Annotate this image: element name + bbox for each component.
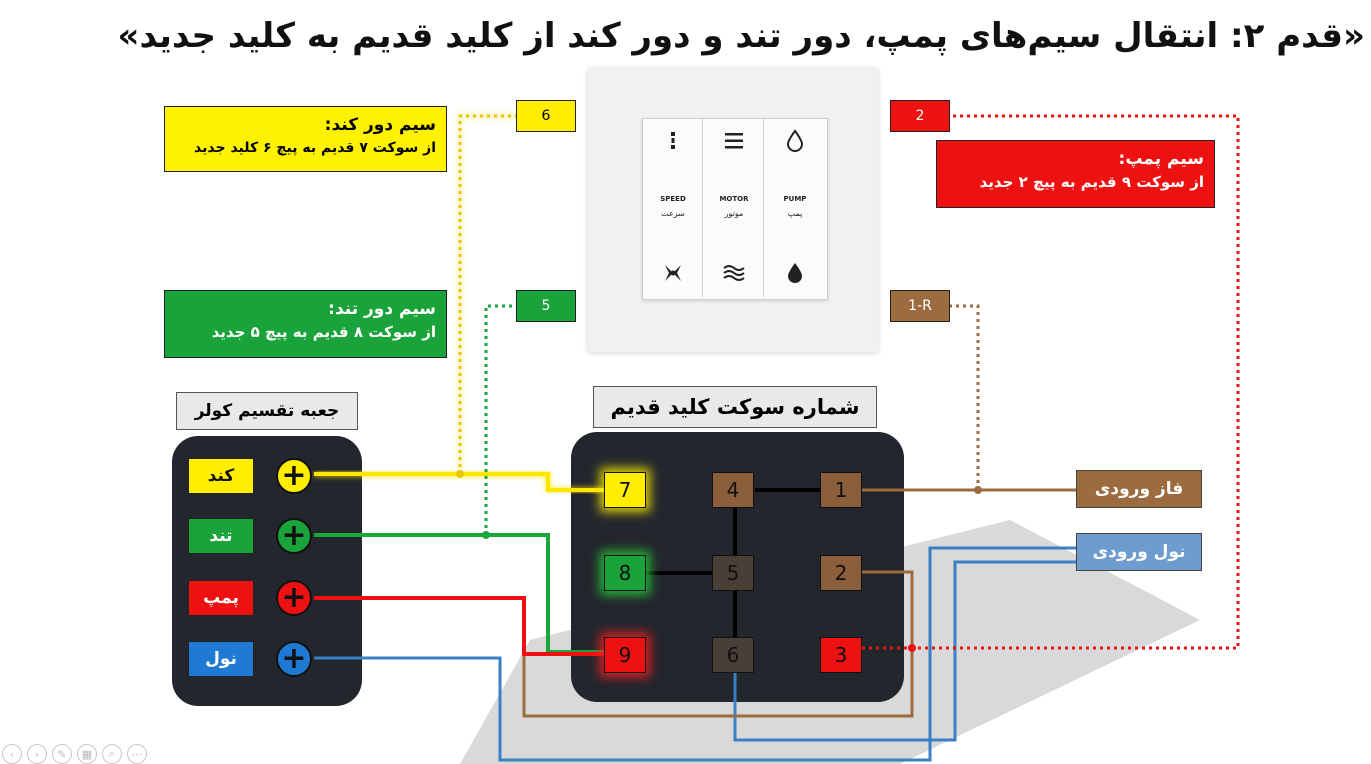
terminal-tag-1r: 1-R xyxy=(890,290,950,322)
more-options-icon[interactable]: ⋯ xyxy=(127,744,147,764)
key-en-label: PUMP xyxy=(783,195,807,203)
cooler-label-pump: پمپ xyxy=(188,580,254,616)
socket-1: 1 xyxy=(820,472,862,508)
switch-key-speed[interactable]: SPEED سرعت xyxy=(643,119,703,297)
junction-dot xyxy=(974,486,982,494)
waves-icon xyxy=(704,261,764,289)
pen-icon[interactable]: ✎ xyxy=(52,744,72,764)
wire-fast xyxy=(314,533,604,654)
menu-lines-icon xyxy=(704,129,764,157)
wire-slow xyxy=(314,472,604,492)
plus-terminal-fast: + xyxy=(276,518,312,554)
info-body: از سوکت ۷ قدیم به پیچ ۶ کلید جدید xyxy=(194,140,436,156)
info-box-fast: سیم دور تند: از سوکت ۸ قدیم به پیچ ۵ جدی… xyxy=(164,290,447,358)
info-body: از سوکت ۸ قدیم به پیچ ۵ جدید xyxy=(211,323,436,341)
grid-view-icon[interactable]: ▦ xyxy=(77,744,97,764)
wire-pump xyxy=(314,596,604,656)
socket-7: 7 xyxy=(604,472,646,508)
next-slide-button[interactable]: › xyxy=(27,744,47,764)
junction-dot xyxy=(908,644,916,652)
socket-4: 4 xyxy=(712,472,754,508)
wire-phase-dotted xyxy=(950,304,980,490)
cooler-box-title: جعبه تقسیم کولر xyxy=(176,392,358,430)
wire-pump-dotted xyxy=(862,114,1240,650)
cooler-label-slow: کند xyxy=(188,458,254,494)
key-en-label: MOTOR xyxy=(719,195,749,203)
switch-key-pump[interactable]: PUMP پمپ xyxy=(765,119,825,297)
plus-terminal-pump: + xyxy=(276,580,312,616)
socket-9: 9 xyxy=(604,637,646,673)
page-title: «قدم ۲: انتقال سیم‌های پمپ، دور تند و دو… xyxy=(117,16,1365,56)
cooler-label-fast: تند xyxy=(188,518,254,554)
zoom-icon[interactable]: ⌕ xyxy=(102,744,122,764)
junction-dot xyxy=(482,531,490,539)
drop-outline-icon xyxy=(765,129,825,157)
cooler-label-neutral: نول xyxy=(188,641,254,677)
info-heading: سیم دور تند: xyxy=(328,299,436,319)
key-en-label: SPEED xyxy=(660,195,686,203)
terminal-tag-5: 5 xyxy=(516,290,576,322)
plus-terminal-slow: + xyxy=(276,458,312,494)
junction-dot xyxy=(456,470,464,478)
key-fa-label: موتور xyxy=(724,209,744,218)
socket-5: 5 xyxy=(712,555,754,591)
socket-8: 8 xyxy=(604,555,646,591)
wire-fast-dotted xyxy=(484,304,518,535)
presentation-toolbar: ‹ › ✎ ▦ ⌕ ⋯ xyxy=(2,744,147,764)
socket-6: 6 xyxy=(712,637,754,673)
wire-slow-dotted xyxy=(458,114,518,474)
old-socket-title: شماره سوکت کلید قدیم xyxy=(593,386,877,428)
info-heading: سیم دور کند: xyxy=(324,115,436,135)
terminal-tag-6: 6 xyxy=(516,100,576,132)
info-heading: سیم پمپ: xyxy=(1118,149,1204,169)
key-fa-label: پمپ xyxy=(787,209,803,218)
socket-2: 2 xyxy=(820,555,862,591)
wire-phase xyxy=(522,488,1076,718)
info-box-pump: سیم پمپ: از سوکت ۹ قدیم به پیچ ۲ جدید xyxy=(936,140,1215,208)
key-fa-label: سرعت xyxy=(661,209,685,218)
drop-filled-icon xyxy=(765,261,825,289)
switch-key-motor[interactable]: MOTOR موتور xyxy=(704,119,764,297)
phase-input-label: فاز ورودی xyxy=(1076,470,1202,508)
terminal-tag-2: 2 xyxy=(890,100,950,132)
info-box-slow: سیم دور کند: از سوکت ۷ قدیم به پیچ ۶ کلی… xyxy=(164,106,447,172)
neutral-input-label: نول ورودی xyxy=(1076,533,1202,571)
plus-terminal-neutral: + xyxy=(276,641,312,677)
prev-slide-button[interactable]: ‹ xyxy=(2,744,22,764)
fan-icon xyxy=(643,261,703,289)
new-switch: SPEED سرعت MOTOR موتور PUMP پمپ xyxy=(642,118,828,300)
speed-low-icon xyxy=(643,129,703,157)
wire-neutral xyxy=(314,546,1076,762)
socket-3: 3 xyxy=(820,637,862,673)
info-body: از سوکت ۹ قدیم به پیچ ۲ جدید xyxy=(979,173,1204,191)
